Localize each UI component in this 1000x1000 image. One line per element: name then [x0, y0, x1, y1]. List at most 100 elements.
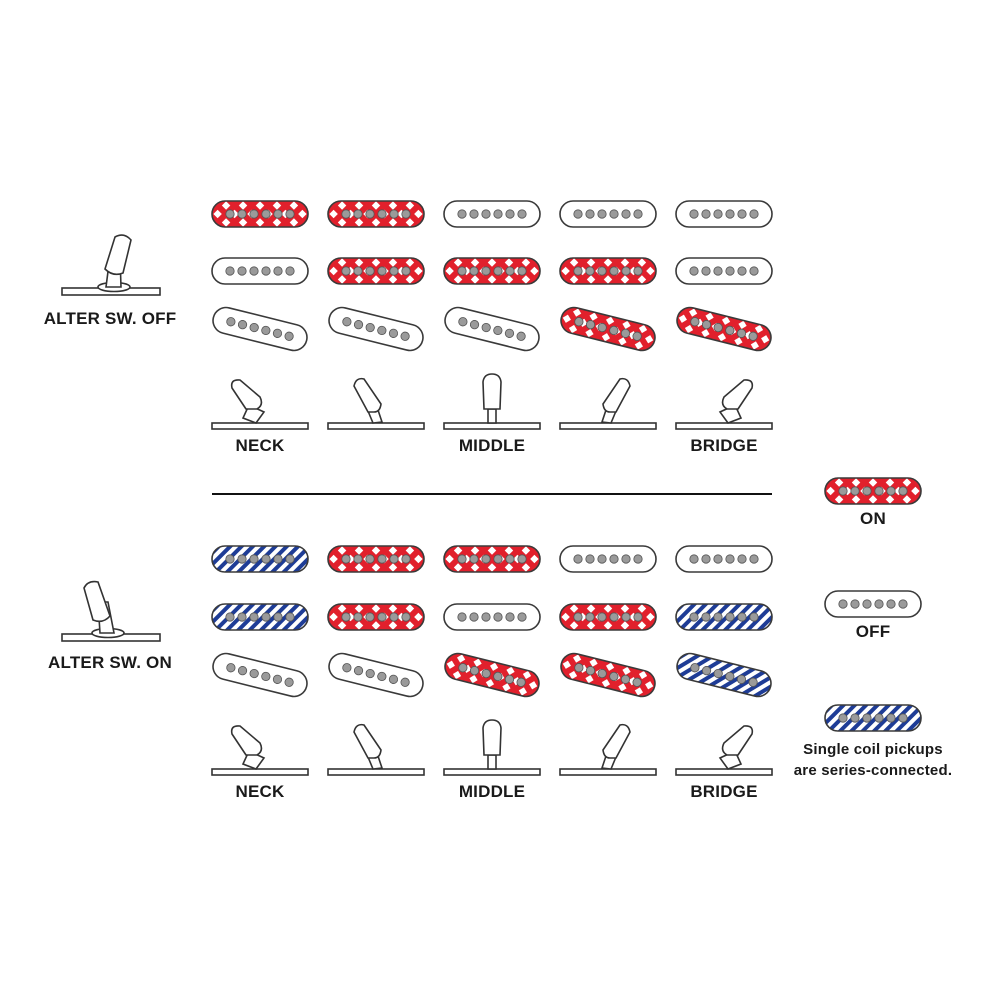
pole-piece	[713, 209, 723, 219]
pole-piece	[838, 599, 848, 609]
neck-pickup-pos3-on	[443, 545, 541, 573]
bridge-pickup-pos4-on	[560, 306, 656, 352]
pole-piece	[458, 317, 468, 327]
pole-piece	[701, 666, 712, 676]
legend-pickup-on	[824, 477, 922, 505]
pole-piece	[226, 663, 236, 673]
pole-piece	[620, 674, 631, 684]
middle-pickup-pos3-on	[443, 257, 541, 285]
pole-piece	[225, 612, 235, 622]
pole-piece	[701, 320, 712, 330]
pole-piece	[273, 554, 283, 564]
legend-pickup-series-icon	[824, 704, 922, 732]
pole-piece	[365, 554, 375, 564]
pickup-body	[824, 477, 922, 505]
pole-piece	[517, 209, 527, 219]
pole-piece	[701, 554, 711, 564]
bridge-pickup-pos1-off	[212, 306, 308, 352]
neck-pickup-pos2-on	[327, 200, 425, 228]
pole-piece	[725, 209, 735, 219]
pole-piece	[737, 209, 747, 219]
pole-piece	[261, 209, 271, 219]
pole-piece	[573, 612, 583, 622]
pole-piece	[886, 713, 896, 723]
pole-piece	[850, 486, 860, 496]
bridge-pickup-pos3-on	[444, 652, 540, 698]
pole-piece	[701, 209, 711, 219]
pole-piece	[874, 486, 884, 496]
pole-piece	[585, 612, 595, 622]
pole-piece	[574, 663, 584, 673]
pole-piece	[713, 612, 723, 622]
pole-piece	[353, 612, 363, 622]
pole-piece	[365, 209, 375, 219]
pole-piece	[401, 612, 411, 622]
pole-piece	[272, 674, 283, 684]
pole-piece	[633, 612, 643, 622]
pole-piece	[237, 320, 248, 330]
pole-piece	[273, 209, 283, 219]
pole-piece	[341, 266, 351, 276]
pole-piece	[713, 554, 723, 564]
pickup-body	[676, 652, 772, 698]
pole-piece	[237, 266, 247, 276]
pickup-body	[444, 652, 540, 698]
pole-piece	[874, 599, 884, 609]
pole-piece	[261, 554, 271, 564]
pole-piece	[237, 554, 247, 564]
pickup-body	[559, 257, 657, 285]
pole-piece	[249, 554, 259, 564]
pole-piece	[736, 328, 747, 338]
pole-piece	[862, 486, 872, 496]
pole-piece	[737, 266, 747, 276]
pole-piece	[725, 266, 735, 276]
pickup-body	[675, 545, 773, 573]
pole-piece	[585, 320, 596, 330]
pole-piece	[633, 554, 643, 564]
position-label-bridge: BRIDGE	[690, 436, 757, 455]
middle-pickup-pos3-off	[443, 603, 541, 631]
pole-piece	[609, 612, 619, 622]
pole-piece	[689, 612, 699, 622]
pole-piece	[597, 612, 607, 622]
pole-piece	[713, 266, 723, 276]
pickup-body	[327, 603, 425, 631]
legend-pickup-off	[824, 590, 922, 618]
pole-piece	[748, 331, 758, 341]
pole-piece	[574, 317, 584, 327]
section-alter-on: ALTER SW. ON NECK MIDDLE	[48, 545, 773, 801]
pole-piece	[377, 554, 387, 564]
pickup-grid-alter-on	[211, 545, 773, 698]
pole-piece	[517, 612, 527, 622]
pole-piece	[633, 209, 643, 219]
legend-series-label-line1: Single coil pickups	[803, 741, 943, 758]
pole-piece	[493, 209, 503, 219]
pole-piece	[632, 677, 642, 687]
pole-piece	[597, 322, 607, 333]
pole-piece	[621, 266, 631, 276]
pole-piece	[516, 677, 526, 687]
pole-piece	[457, 209, 467, 219]
pole-piece	[609, 325, 619, 336]
pickup-body	[443, 603, 541, 631]
pole-piece	[225, 266, 235, 276]
pickup-body	[211, 603, 309, 631]
pole-piece	[377, 209, 387, 219]
alter-off-label: ALTER SW. OFF	[44, 309, 177, 328]
pickup-body	[327, 257, 425, 285]
position-label-middle: MIDDLE	[459, 436, 525, 455]
pole-piece	[713, 322, 723, 333]
pole-piece	[469, 266, 479, 276]
pole-piece	[273, 266, 283, 276]
legend-on-label: ON	[860, 509, 886, 528]
pole-piece	[632, 331, 642, 341]
pole-piece	[493, 671, 503, 682]
middle-pickup-pos2-on	[327, 603, 425, 631]
pole-piece	[225, 554, 235, 564]
pole-piece	[886, 486, 896, 496]
pole-piece	[609, 209, 619, 219]
pole-piece	[585, 266, 595, 276]
selector-switch-pos1-icon	[211, 725, 309, 776]
neck-pickup-pos5-off	[675, 545, 773, 573]
pickup-body	[211, 257, 309, 285]
